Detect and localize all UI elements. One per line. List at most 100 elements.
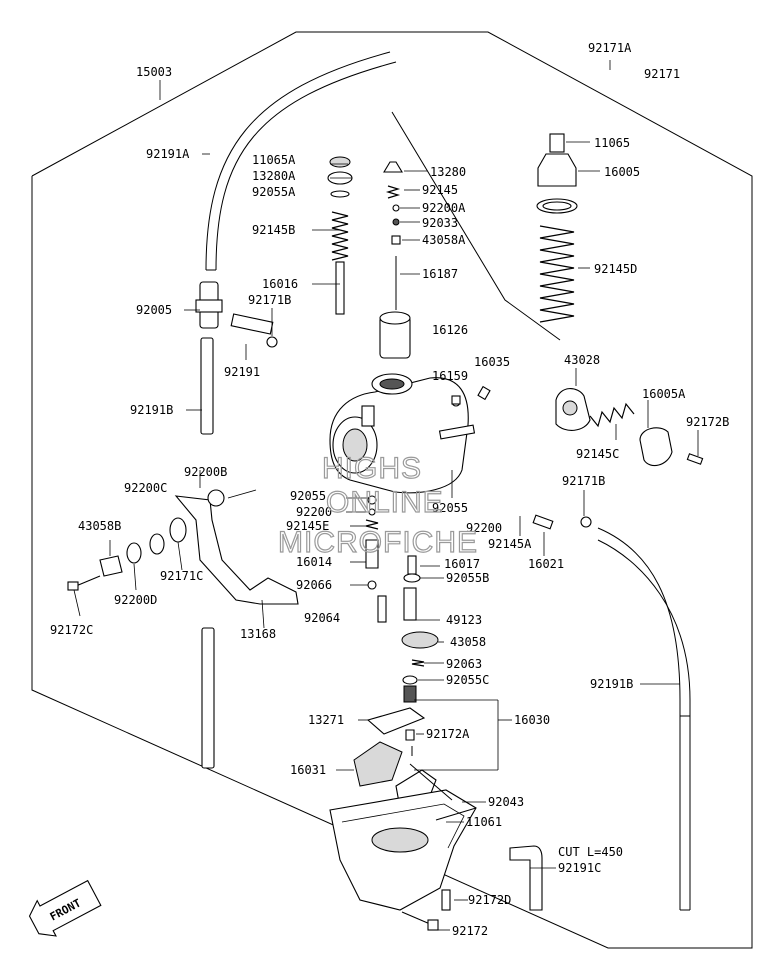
- part-label: 43058B: [78, 519, 121, 533]
- part-label: 49123: [446, 613, 482, 627]
- part-label: 92005: [136, 303, 172, 317]
- leader-lines: [73, 60, 699, 931]
- top-cap: [537, 153, 577, 187]
- part-label: 13271: [308, 713, 344, 727]
- part-labels: 92171A 92171 11065 16005 92145D 11065A 1…: [50, 41, 729, 938]
- part-label: 92172D: [468, 893, 511, 907]
- part-label: 92033: [422, 216, 458, 230]
- part-label: 13280: [430, 165, 466, 179]
- part-label: 92172C: [50, 623, 93, 637]
- part-label: 92200D: [114, 593, 157, 607]
- float: [353, 741, 403, 787]
- part-label: 92043: [488, 795, 524, 809]
- part-label: 92145A: [488, 537, 532, 551]
- jet: [365, 539, 379, 569]
- part-label: 92055C: [446, 673, 489, 687]
- part-label: 92191B: [590, 677, 633, 691]
- washer: [126, 542, 142, 564]
- part-label: 92145B: [252, 223, 295, 237]
- part-label: 92145E: [286, 519, 329, 533]
- watermark: HIGHS ONLINE MICROFICHE: [277, 451, 478, 559]
- part-label: 92191B: [130, 403, 173, 417]
- pilot-screw: [477, 385, 491, 401]
- part-label: 92055A: [252, 185, 296, 199]
- part-label: 11065: [594, 136, 630, 150]
- part-label: 92172B: [686, 415, 729, 429]
- part-label: 16021: [528, 557, 564, 571]
- part-label: 92145C: [576, 447, 619, 461]
- front-marker: FRONT: [28, 879, 102, 937]
- part-label: 13280A: [252, 169, 296, 183]
- part-label: 92172: [452, 924, 488, 938]
- part-label: 92171C: [160, 569, 203, 583]
- part-label: 92172A: [426, 727, 470, 741]
- collar: [99, 555, 123, 577]
- subassembly-bracket: [391, 111, 561, 341]
- part-label: 92145: [422, 183, 458, 197]
- watermark-line: HIGHS: [322, 452, 422, 485]
- cable-segment: [201, 627, 215, 769]
- assembly-frame: [31, 31, 753, 949]
- throttle-cable: [205, 51, 391, 271]
- spring: [331, 211, 349, 261]
- part-label: 92191C: [558, 861, 601, 875]
- part-label: 92066: [296, 578, 332, 592]
- part-label: 16030: [514, 713, 550, 727]
- part-label: 16005: [604, 165, 640, 179]
- part-label: 16005A: [642, 387, 686, 401]
- part-label: 16014: [296, 555, 332, 569]
- washer: [169, 517, 187, 543]
- part-label: 92200C: [124, 481, 167, 495]
- part-label: 16159: [432, 369, 468, 383]
- spring: [589, 402, 635, 428]
- part-label: 13168: [240, 627, 276, 641]
- part-label: 92171B: [248, 293, 291, 307]
- part-label: 43028: [564, 353, 600, 367]
- jet: [377, 595, 387, 623]
- needle-jet: [403, 587, 417, 621]
- spring: [539, 225, 575, 323]
- part-label: 92171: [644, 67, 680, 81]
- part-label: 16017: [444, 557, 480, 571]
- part-label: 92171B: [562, 474, 605, 488]
- gasket-plate: [366, 707, 426, 735]
- part-label: 16016: [262, 277, 298, 291]
- bolt: [401, 911, 431, 925]
- bracket: [174, 495, 299, 605]
- cable-segment: [230, 313, 274, 335]
- lever: [639, 427, 673, 467]
- part-label: 92055B: [446, 571, 489, 585]
- cable-segment: [200, 337, 214, 435]
- float-part: [401, 631, 439, 649]
- part-label: 92171A: [588, 41, 632, 55]
- part-label: 92055: [432, 501, 468, 515]
- throttle-cable: [597, 527, 681, 910]
- fitting: [532, 514, 554, 530]
- part-label: 92191A: [146, 147, 190, 161]
- drain-hose: [509, 845, 543, 911]
- part-label: 43058A: [422, 233, 466, 247]
- washer: [149, 533, 165, 555]
- part-label: 92191: [224, 365, 260, 379]
- watermark-line: ONLINE: [326, 486, 444, 519]
- part-label: 92200: [296, 505, 332, 519]
- part-label: 92055: [290, 489, 326, 503]
- part-label: 92200B: [184, 465, 227, 479]
- part-label: 16126: [432, 323, 468, 337]
- cap: [329, 156, 351, 168]
- part-label: 11061: [466, 815, 502, 829]
- part-label: 92064: [304, 611, 340, 625]
- bolt: [75, 575, 101, 587]
- part-label: 11065A: [252, 153, 296, 167]
- part-label: 16035: [474, 355, 510, 369]
- part-label: 92200A: [422, 201, 466, 215]
- watermark-line: MICROFICHE: [278, 526, 478, 559]
- part-label: 16031: [290, 763, 326, 777]
- part-label: 15003: [136, 65, 172, 79]
- part-label: 43058: [450, 635, 486, 649]
- cut-note: CUT L=450: [558, 845, 623, 859]
- cap: [549, 133, 565, 153]
- part-label: 92063: [446, 657, 482, 671]
- part-label: 92200: [466, 521, 502, 535]
